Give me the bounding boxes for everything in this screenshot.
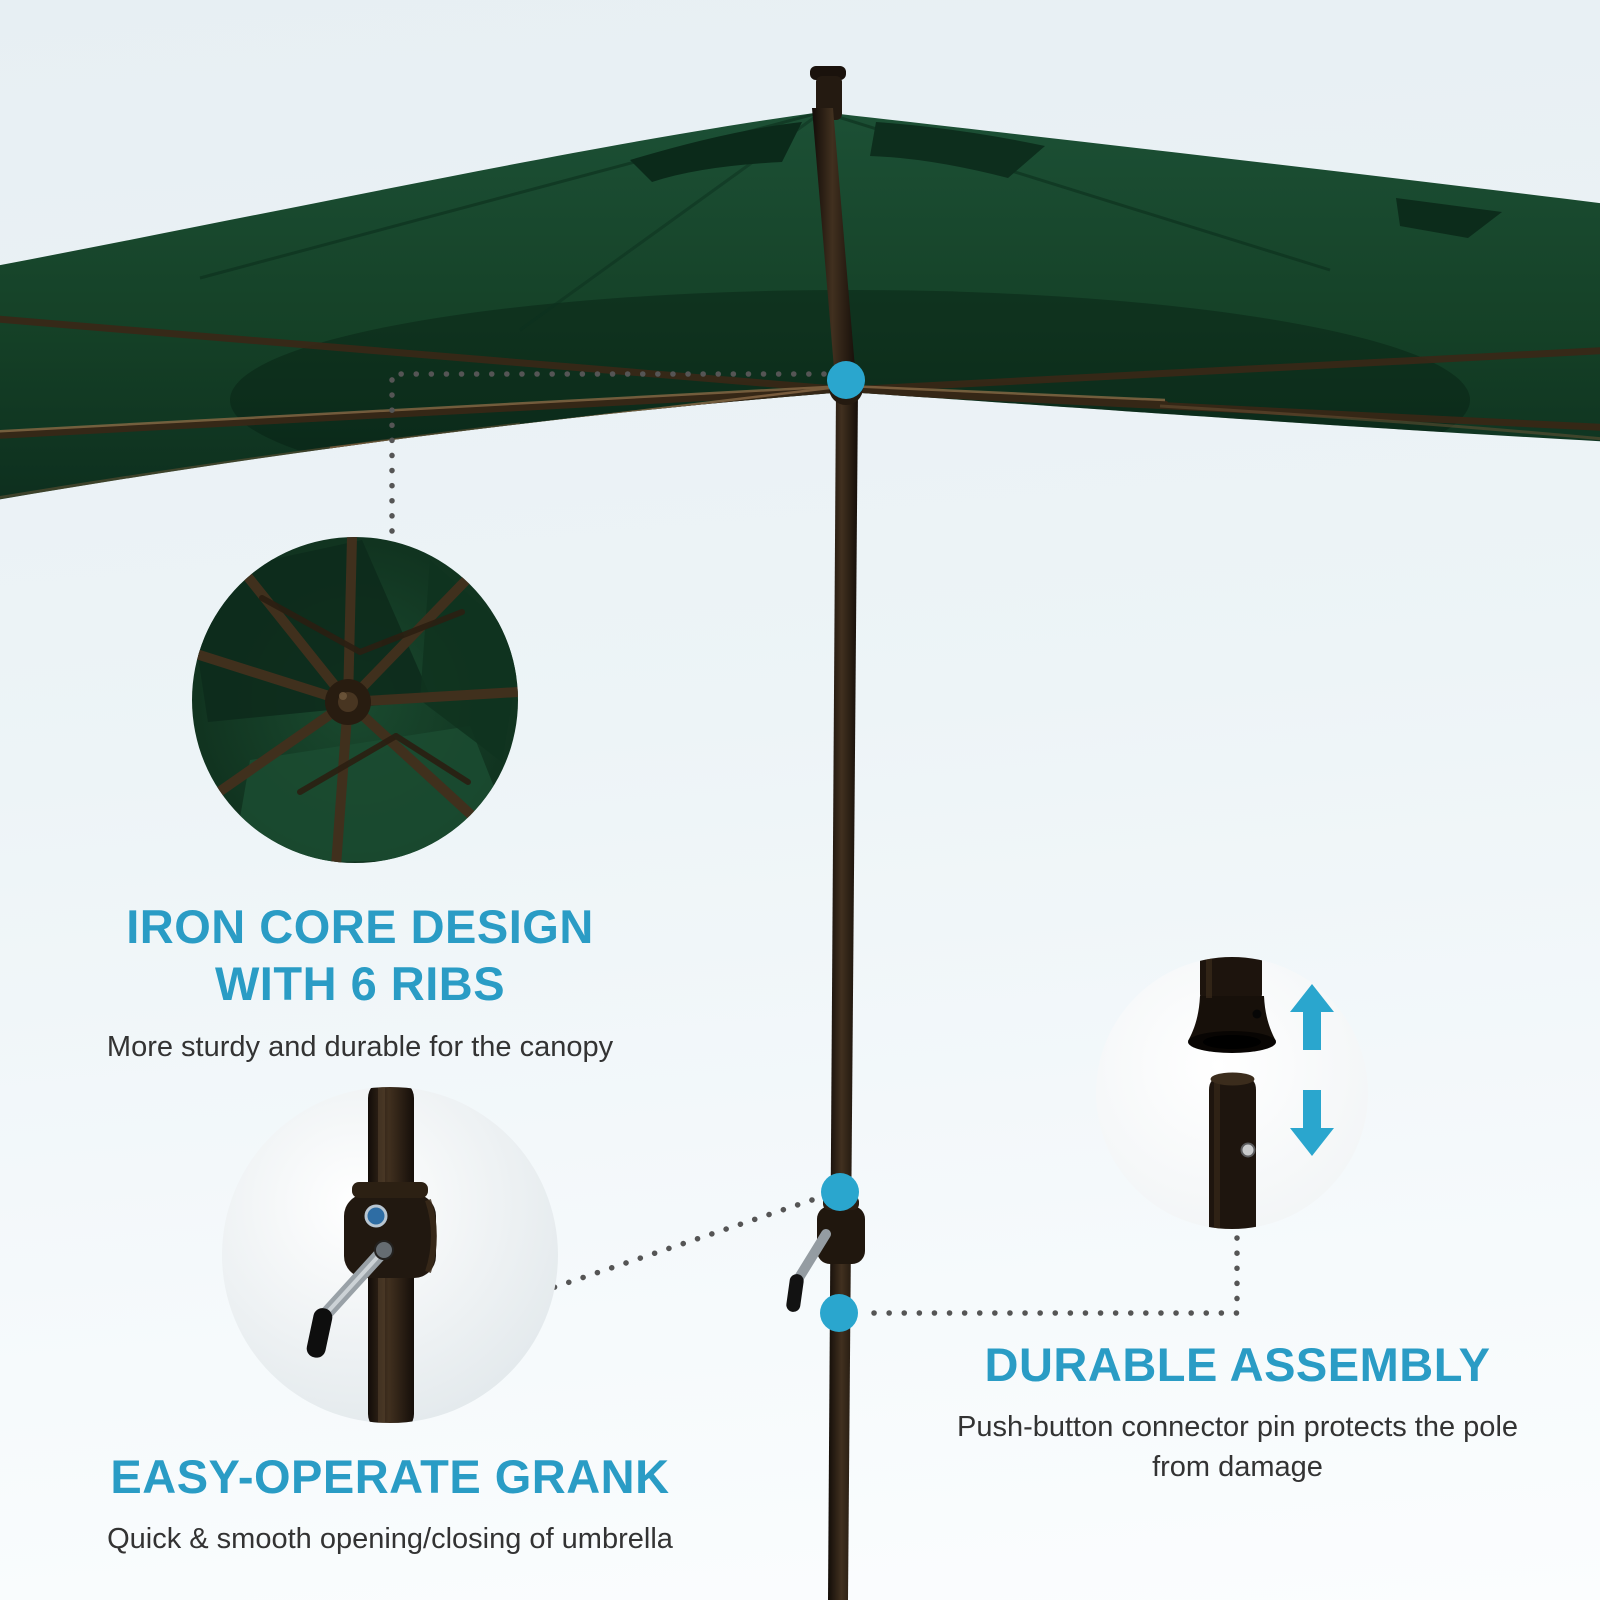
callout-line-crank [549, 1197, 815, 1291]
umbrella-canopy [0, 112, 1600, 502]
canopy-edge-highlight [0, 422, 521, 502]
marker-dot-crank [821, 1173, 859, 1211]
canopy-fabric [0, 112, 1600, 500]
feature-assembly: DURABLE ASSEMBLY Push-button connector p… [955, 1336, 1520, 1487]
crank-handle [786, 1196, 865, 1312]
canopy-edge-highlight [1159, 404, 1600, 442]
connector-closeup [1096, 957, 1368, 1229]
closeup-struts [259, 595, 471, 795]
crank-emblem [364, 1204, 388, 1228]
callout-line-assembly [869, 1235, 1240, 1316]
feature-title-line: WITH 6 RIBS [214, 957, 506, 1011]
marker-dot-ribs [827, 361, 865, 399]
canopy-vent-flap [1396, 198, 1502, 238]
connector-lower-pole [1209, 1077, 1256, 1229]
push-button-pin [1240, 1142, 1256, 1158]
feature-crank: EASY-OPERATE GRANK Quick & smooth openin… [60, 1448, 720, 1559]
feature-iron-core-description: More sturdy and durable for the canopy [106, 1030, 614, 1063]
feature-assembly-description: Push-button connector pin protects the p… [956, 1411, 1519, 1484]
crank-pivot [374, 1240, 394, 1260]
callout-markers [820, 361, 865, 1332]
canopy-vent-flap [870, 122, 1045, 178]
up-arrow-icon [1290, 984, 1334, 1050]
feature-iron-core-title: IRON CORE DESIGN WITH 6 RIBS [40, 898, 680, 1013]
marker-dot-assembly [820, 1294, 858, 1332]
ribs-closeup [192, 537, 518, 863]
connector-hole [1252, 1009, 1262, 1019]
crank-closeup [222, 1087, 558, 1423]
callout-lines [389, 371, 1240, 1316]
feature-crank-title: EASY-OPERATE GRANK [110, 1450, 670, 1503]
feature-assembly-title: DURABLE ASSEMBLY [984, 1338, 1491, 1391]
down-arrow-icon [1290, 1090, 1334, 1156]
connector-upper-pole [1200, 957, 1262, 1002]
feature-iron-core: IRON CORE DESIGN WITH 6 RIBS More sturdy… [40, 898, 680, 1067]
crank-housing [344, 1194, 436, 1278]
canopy-vent-flap [630, 122, 802, 182]
feature-title-line: IRON CORE DESIGN [126, 900, 594, 953]
crank-grip [306, 1308, 333, 1358]
feature-crank-description: Quick & smooth opening/closing of umbrel… [107, 1523, 673, 1556]
